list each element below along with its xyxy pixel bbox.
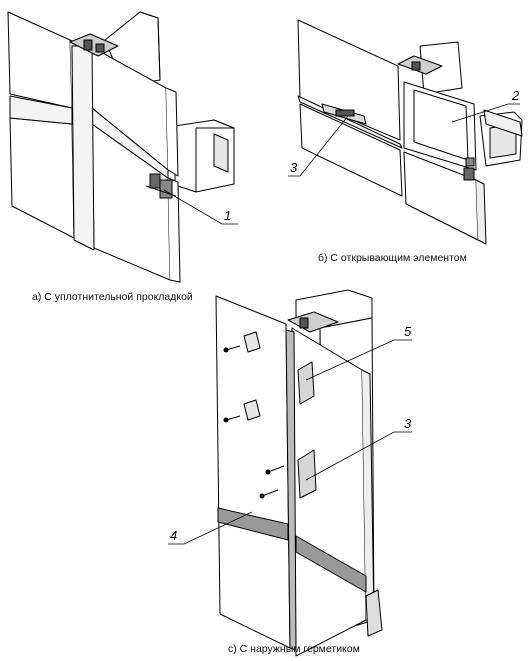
callout-b-2: 2 bbox=[511, 88, 520, 103]
panel-b-upper-left bbox=[297, 19, 401, 141]
callout-a-1: 1 bbox=[224, 208, 231, 223]
caption-b: б) С открывающим элементом bbox=[318, 252, 467, 264]
figure-a-gasket-joint bbox=[7, 11, 235, 283]
figure-b-opening-element bbox=[297, 19, 523, 245]
panel-a-upper-left bbox=[7, 11, 73, 109]
caption-c: с) С наружным герметиком bbox=[228, 643, 360, 655]
callout-b-3: 3 bbox=[290, 160, 298, 175]
panel-a-lower-left bbox=[9, 117, 75, 239]
figure-c-external-sealant bbox=[215, 289, 383, 657]
callout-numbers: 1 2 3 5 3 4 bbox=[170, 88, 520, 543]
callout-c-3: 3 bbox=[404, 416, 412, 431]
caption-a: а) С уплотнительной прокладкой bbox=[32, 291, 193, 303]
callout-c-4: 4 bbox=[170, 528, 177, 543]
callout-c-5: 5 bbox=[404, 324, 412, 339]
callout-leaders bbox=[163, 103, 520, 545]
